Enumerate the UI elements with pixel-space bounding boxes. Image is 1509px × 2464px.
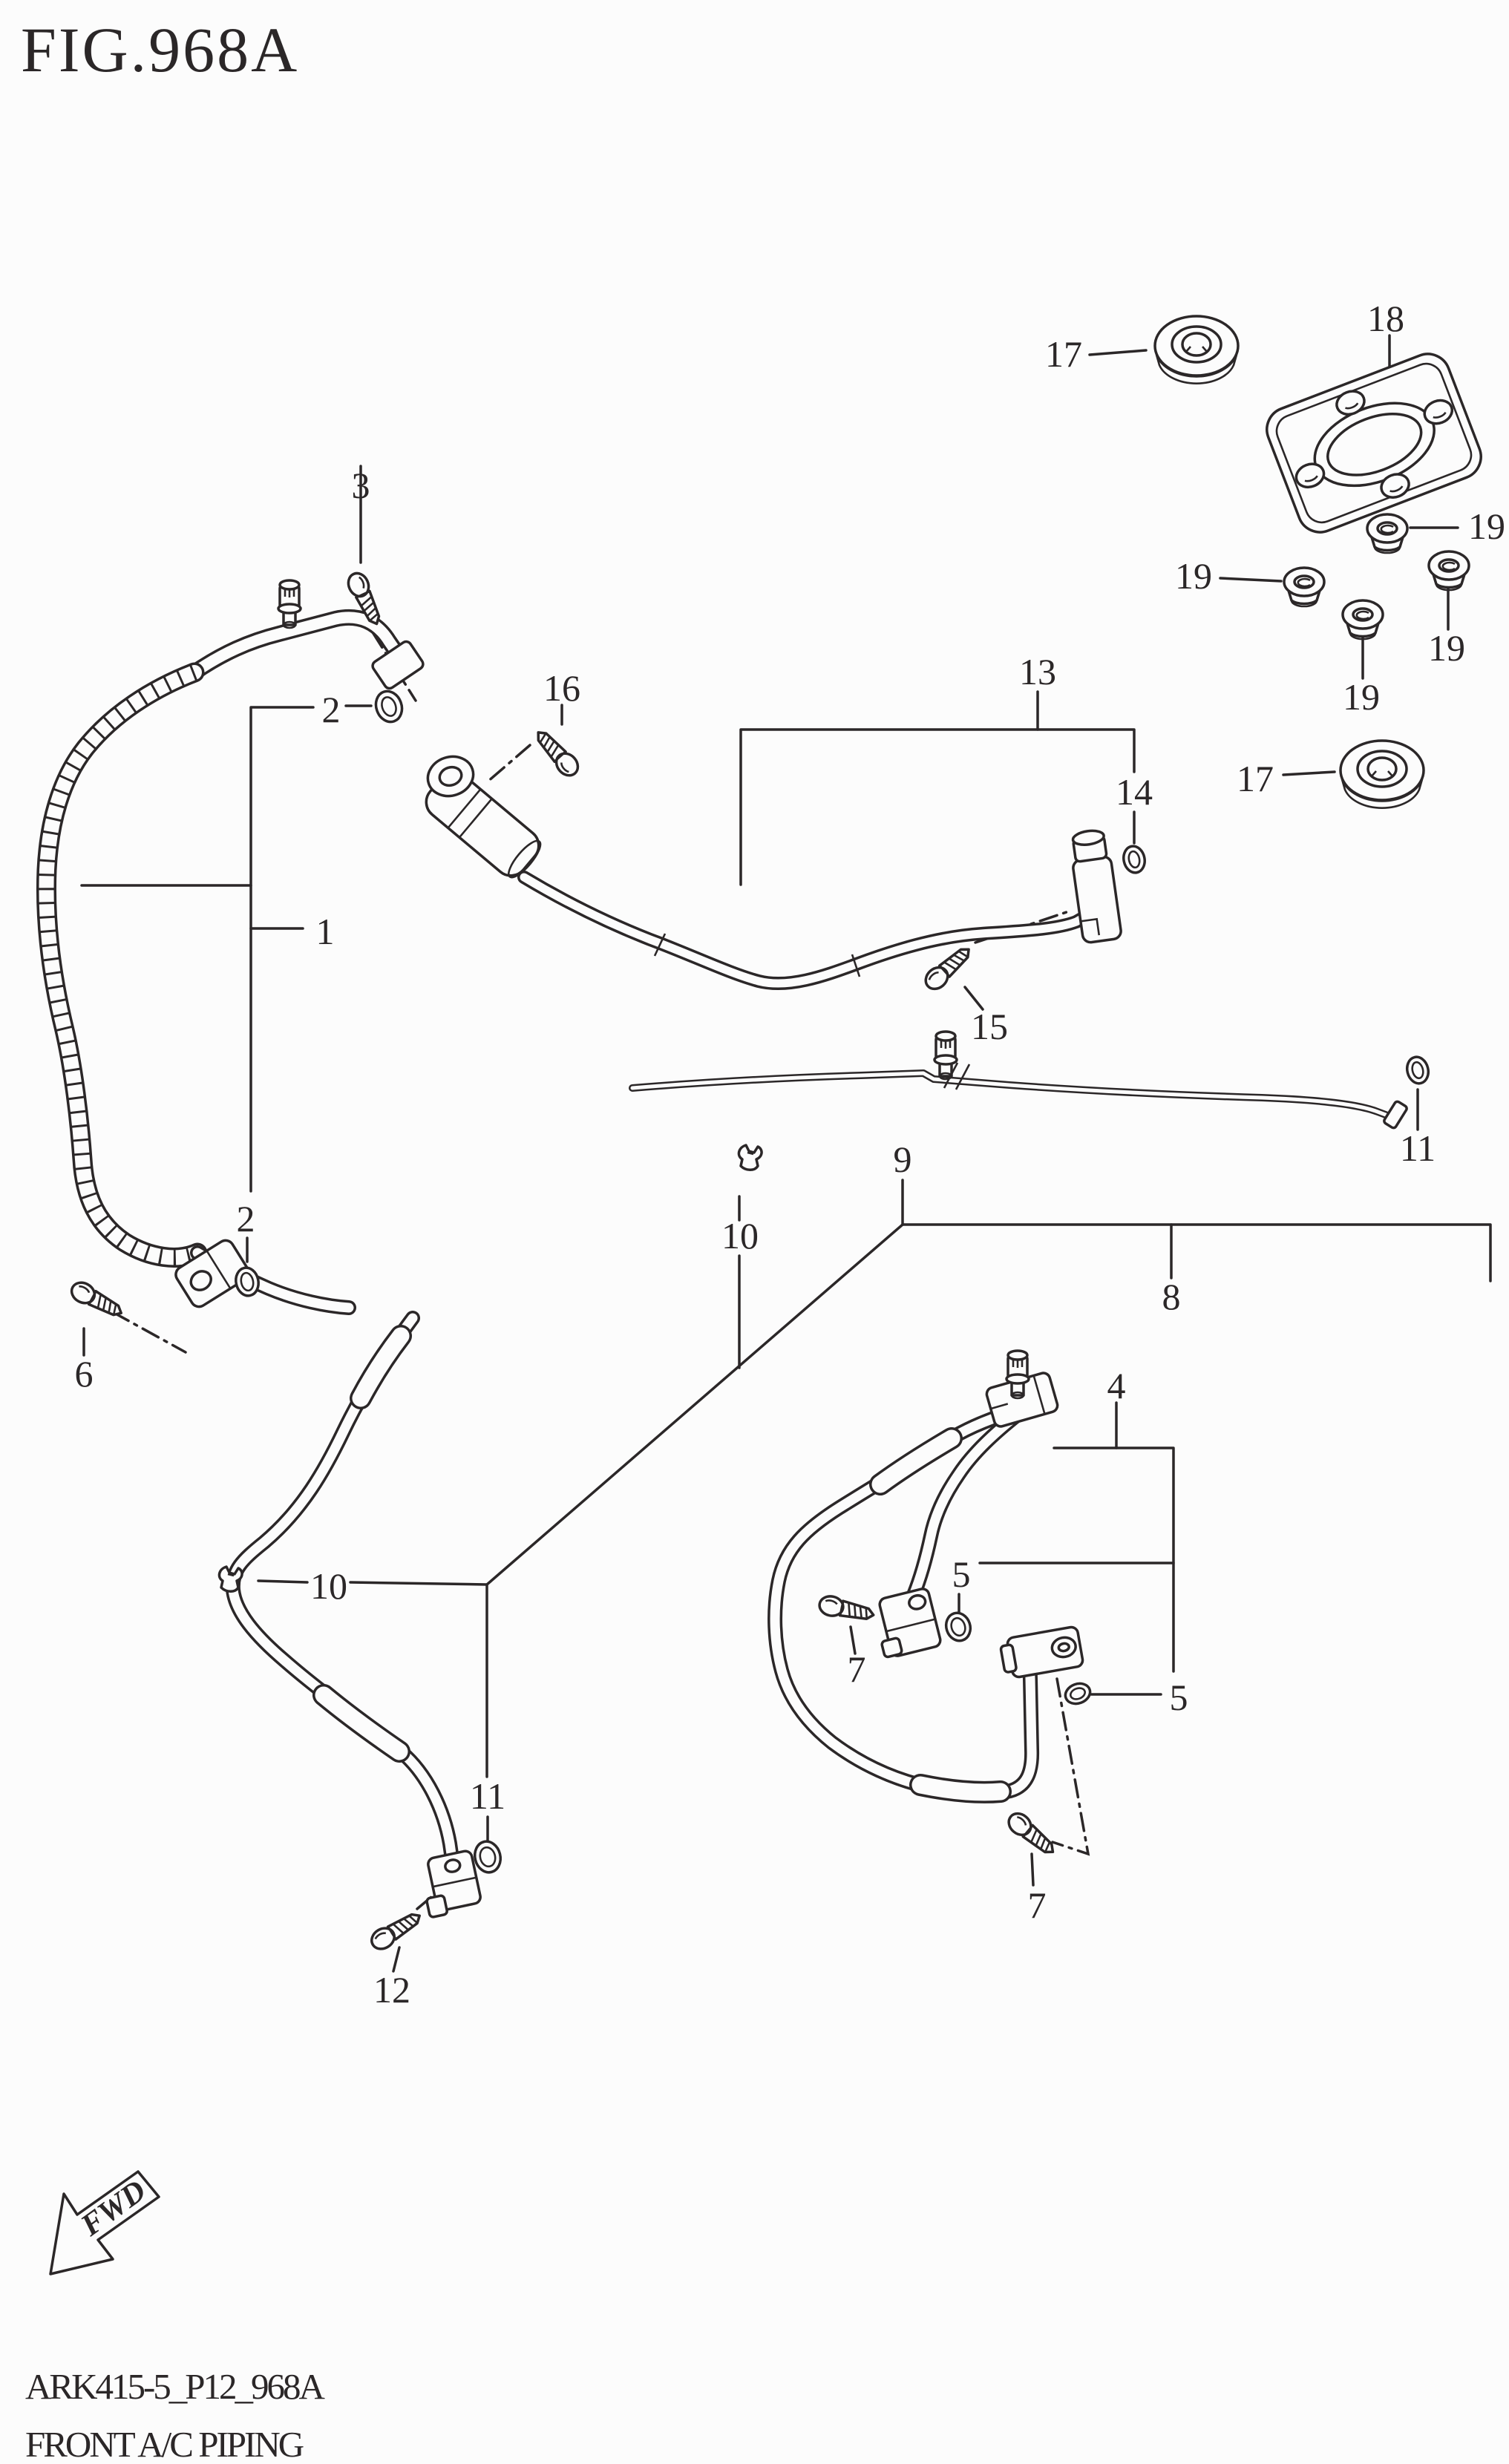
cap-nut-19	[1427, 550, 1470, 592]
part-callout-19-6: 19	[1428, 627, 1465, 669]
part-callout-11-25: 11	[470, 1775, 505, 1817]
part-callout-18-1: 18	[1367, 298, 1404, 339]
cap-nut-19	[1341, 599, 1384, 640]
grommet-17a	[1153, 315, 1240, 385]
part-callout-5-23: 5	[1170, 1677, 1188, 1718]
part-callout-12-27: 12	[373, 1969, 410, 2011]
figure-title: FIG.968A	[21, 14, 299, 85]
plate-hole	[1423, 399, 1454, 425]
part-callout-7-26: 7	[1028, 1884, 1047, 1926]
cooler-pipe-9	[629, 1030, 1408, 1130]
part-callouts: 17 18 3 19 19 19 19 13 14 17 2 16 1 15 9 11 2 10 8 6 4 5 7 5 10 1…	[75, 298, 1506, 2011]
o-ring-2a	[374, 689, 404, 724]
hose4-top-fitting	[985, 1372, 1059, 1428]
part-callout-13-7: 13	[1019, 651, 1056, 692]
leader-lines	[80, 334, 1492, 1973]
o-ring-2b	[235, 1266, 260, 1297]
bolt-7a	[816, 1593, 877, 1626]
plate-hole	[1335, 390, 1366, 416]
part-callout-4-20: 4	[1107, 1365, 1126, 1406]
pipe9-end-collar	[1383, 1100, 1408, 1130]
suction-hose-1	[36, 579, 425, 1315]
part-callout-19-5: 19	[1343, 676, 1380, 718]
part-callout-5-21: 5	[952, 1553, 971, 1595]
o-ring-14	[1122, 845, 1146, 874]
part-callout-9-14: 9	[894, 1138, 912, 1180]
part-callout-8-18: 8	[1162, 1276, 1181, 1317]
o-ring-11a	[1405, 1055, 1430, 1085]
o-ring-5b	[1064, 1682, 1092, 1706]
part-callout-17-0: 17	[1045, 333, 1082, 375]
part-callout-14-8: 14	[1116, 771, 1153, 813]
part-callout-10-17: 10	[721, 1215, 759, 1256]
footer-code: ARK415-5_P12_968A	[25, 2366, 326, 2407]
part-callout-16-11: 16	[543, 667, 580, 709]
hose4-left-block	[878, 1587, 942, 1659]
elbow-eyelet	[426, 755, 475, 798]
fwd-arrow-badge: FWD	[49, 2170, 160, 2275]
bolt-16	[529, 724, 584, 782]
o-ring-11b	[473, 1840, 503, 1874]
cap-nut-19	[1283, 566, 1326, 608]
hose8-end-block	[425, 1849, 482, 1919]
part-callout-1-12: 1	[316, 911, 335, 952]
part-callout-2-10: 2	[322, 689, 341, 730]
bolt-15	[920, 940, 977, 995]
bolt-12	[366, 1906, 426, 1955]
part-callout-19-3: 19	[1175, 555, 1212, 597]
part-callout-10-24: 10	[310, 1565, 347, 1607]
joint-eyelet-block	[174, 1239, 250, 1308]
liquid-hose-4	[767, 1349, 1084, 1803]
part-callout-7-22: 7	[848, 1648, 866, 1690]
cap-nut-19	[1366, 513, 1409, 554]
o-ring-5a	[944, 1611, 972, 1642]
part-callout-19-4: 19	[1468, 505, 1505, 547]
bolt-6	[67, 1277, 128, 1323]
discharge-pipe-13	[425, 755, 1122, 991]
part-callout-11-15: 11	[1400, 1127, 1436, 1169]
union-nut	[371, 640, 425, 690]
part-callout-6-19: 6	[75, 1353, 94, 1395]
clip-10a	[737, 1144, 763, 1171]
part-callout-3-2: 3	[352, 465, 370, 506]
plate-hole	[1294, 462, 1326, 489]
grommet-17b	[1339, 739, 1425, 810]
footer-caption: FRONT A/C PIPING	[25, 2424, 304, 2464]
pipe13-flange	[1071, 829, 1122, 944]
suction-hose-8	[225, 1311, 482, 1919]
part-callout-17-9: 17	[1237, 758, 1274, 799]
part-callout-2-16: 2	[237, 1198, 255, 1239]
mount-plate-18	[1266, 353, 1482, 534]
part-callout-15-13: 15	[971, 1006, 1008, 1047]
bolt-7b	[1003, 1808, 1061, 1861]
plate-hole	[1380, 473, 1410, 499]
hose4-right-block	[999, 1625, 1084, 1679]
